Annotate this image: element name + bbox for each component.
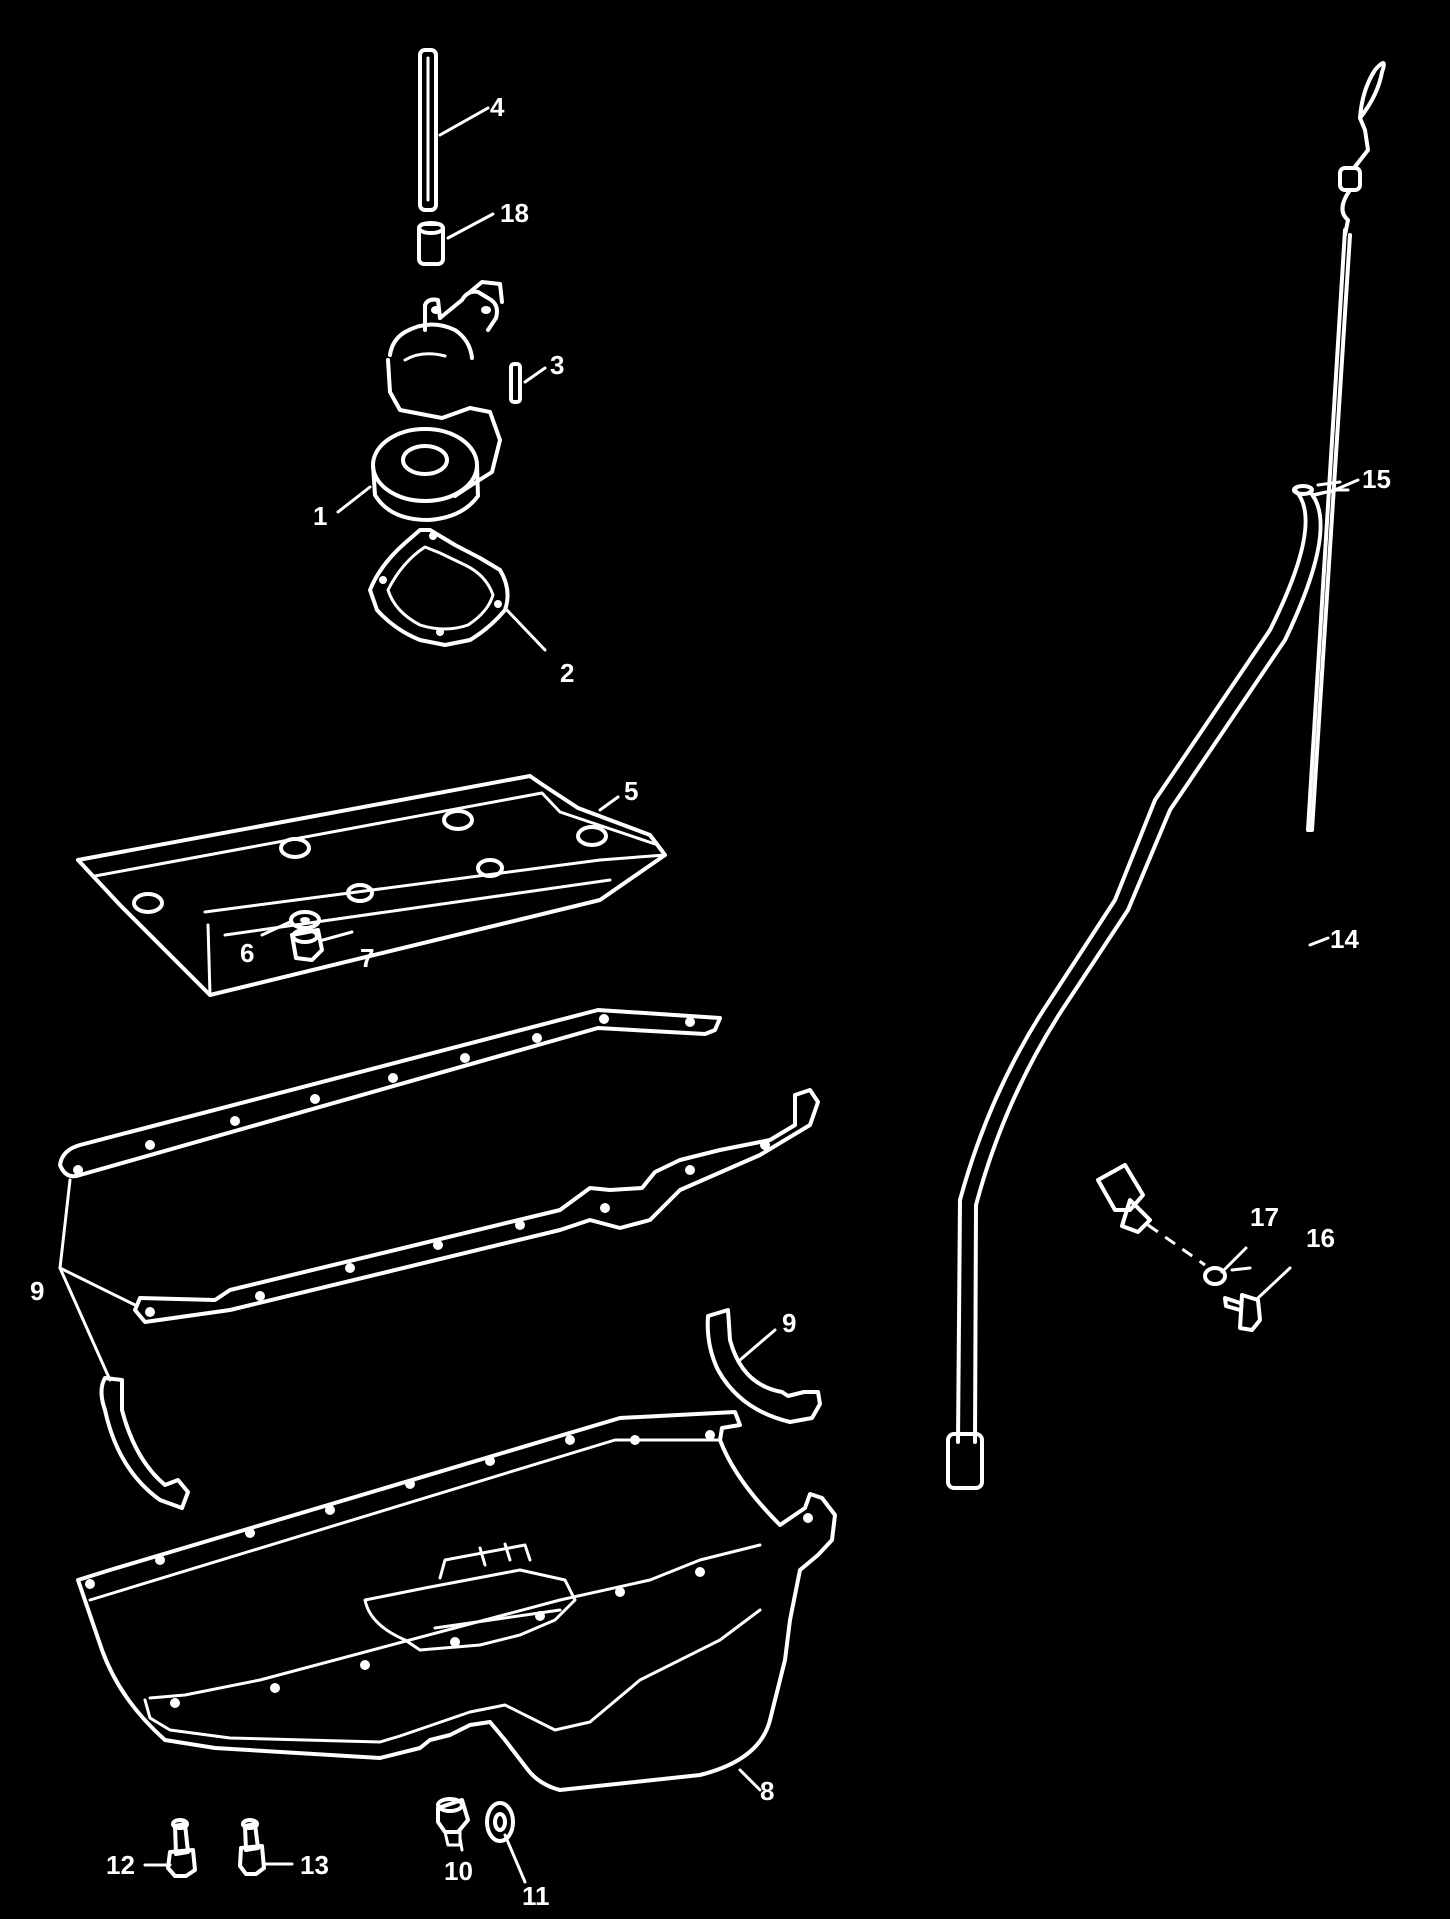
callout-5: 5 — [624, 776, 638, 806]
shaft-collar — [417, 221, 445, 266]
bolt — [166, 1818, 197, 1878]
callout-10: 10 — [444, 1856, 473, 1886]
callout-11: 11 — [522, 1881, 550, 1911]
drain-plug-gasket — [485, 1801, 515, 1843]
callout-14: 14 — [1330, 924, 1359, 954]
pump-shaft — [418, 48, 438, 212]
lock-washer — [1203, 1266, 1227, 1286]
dipstick — [1306, 61, 1386, 832]
dipstick-clamp-bolt-axis — [1147, 1223, 1206, 1267]
callout-13: 13 — [300, 1850, 329, 1880]
pan-gasket-upper — [58, 1008, 722, 1179]
windage-tray — [76, 774, 667, 997]
callout-16: 16 — [1306, 1223, 1335, 1253]
callout-15: 15 — [1362, 464, 1391, 494]
oil-pump — [371, 280, 504, 522]
rear-main-seal-left — [99, 1376, 190, 1510]
leader-lines — [58, 106, 1350, 1884]
stud — [238, 1818, 266, 1876]
pump-pin — [509, 362, 522, 404]
callout-9-right: 9 — [782, 1308, 796, 1338]
pan-gasket-lower — [133, 1088, 820, 1324]
nut — [290, 928, 324, 962]
callout-18: 18 — [500, 198, 529, 228]
callout-6: 6 — [240, 938, 254, 968]
rear-main-seal-right — [705, 1308, 822, 1424]
callout-2: 2 — [560, 658, 574, 688]
callout-4: 4 — [490, 92, 505, 122]
dipstick-tube — [946, 484, 1323, 1490]
callout-7: 7 — [360, 943, 374, 973]
callout-3: 3 — [550, 350, 564, 380]
leader-14 — [1308, 936, 1330, 947]
callout-8: 8 — [760, 1776, 774, 1806]
callout-12: 12 — [106, 1850, 135, 1880]
callout-1: 1 — [313, 501, 327, 531]
leader-15 — [1328, 478, 1360, 494]
clamp-bolt — [1223, 1293, 1262, 1332]
oil-pan — [76, 1410, 837, 1792]
callout-9-left: 9 — [30, 1276, 44, 1306]
callout-17: 17 — [1250, 1202, 1279, 1232]
